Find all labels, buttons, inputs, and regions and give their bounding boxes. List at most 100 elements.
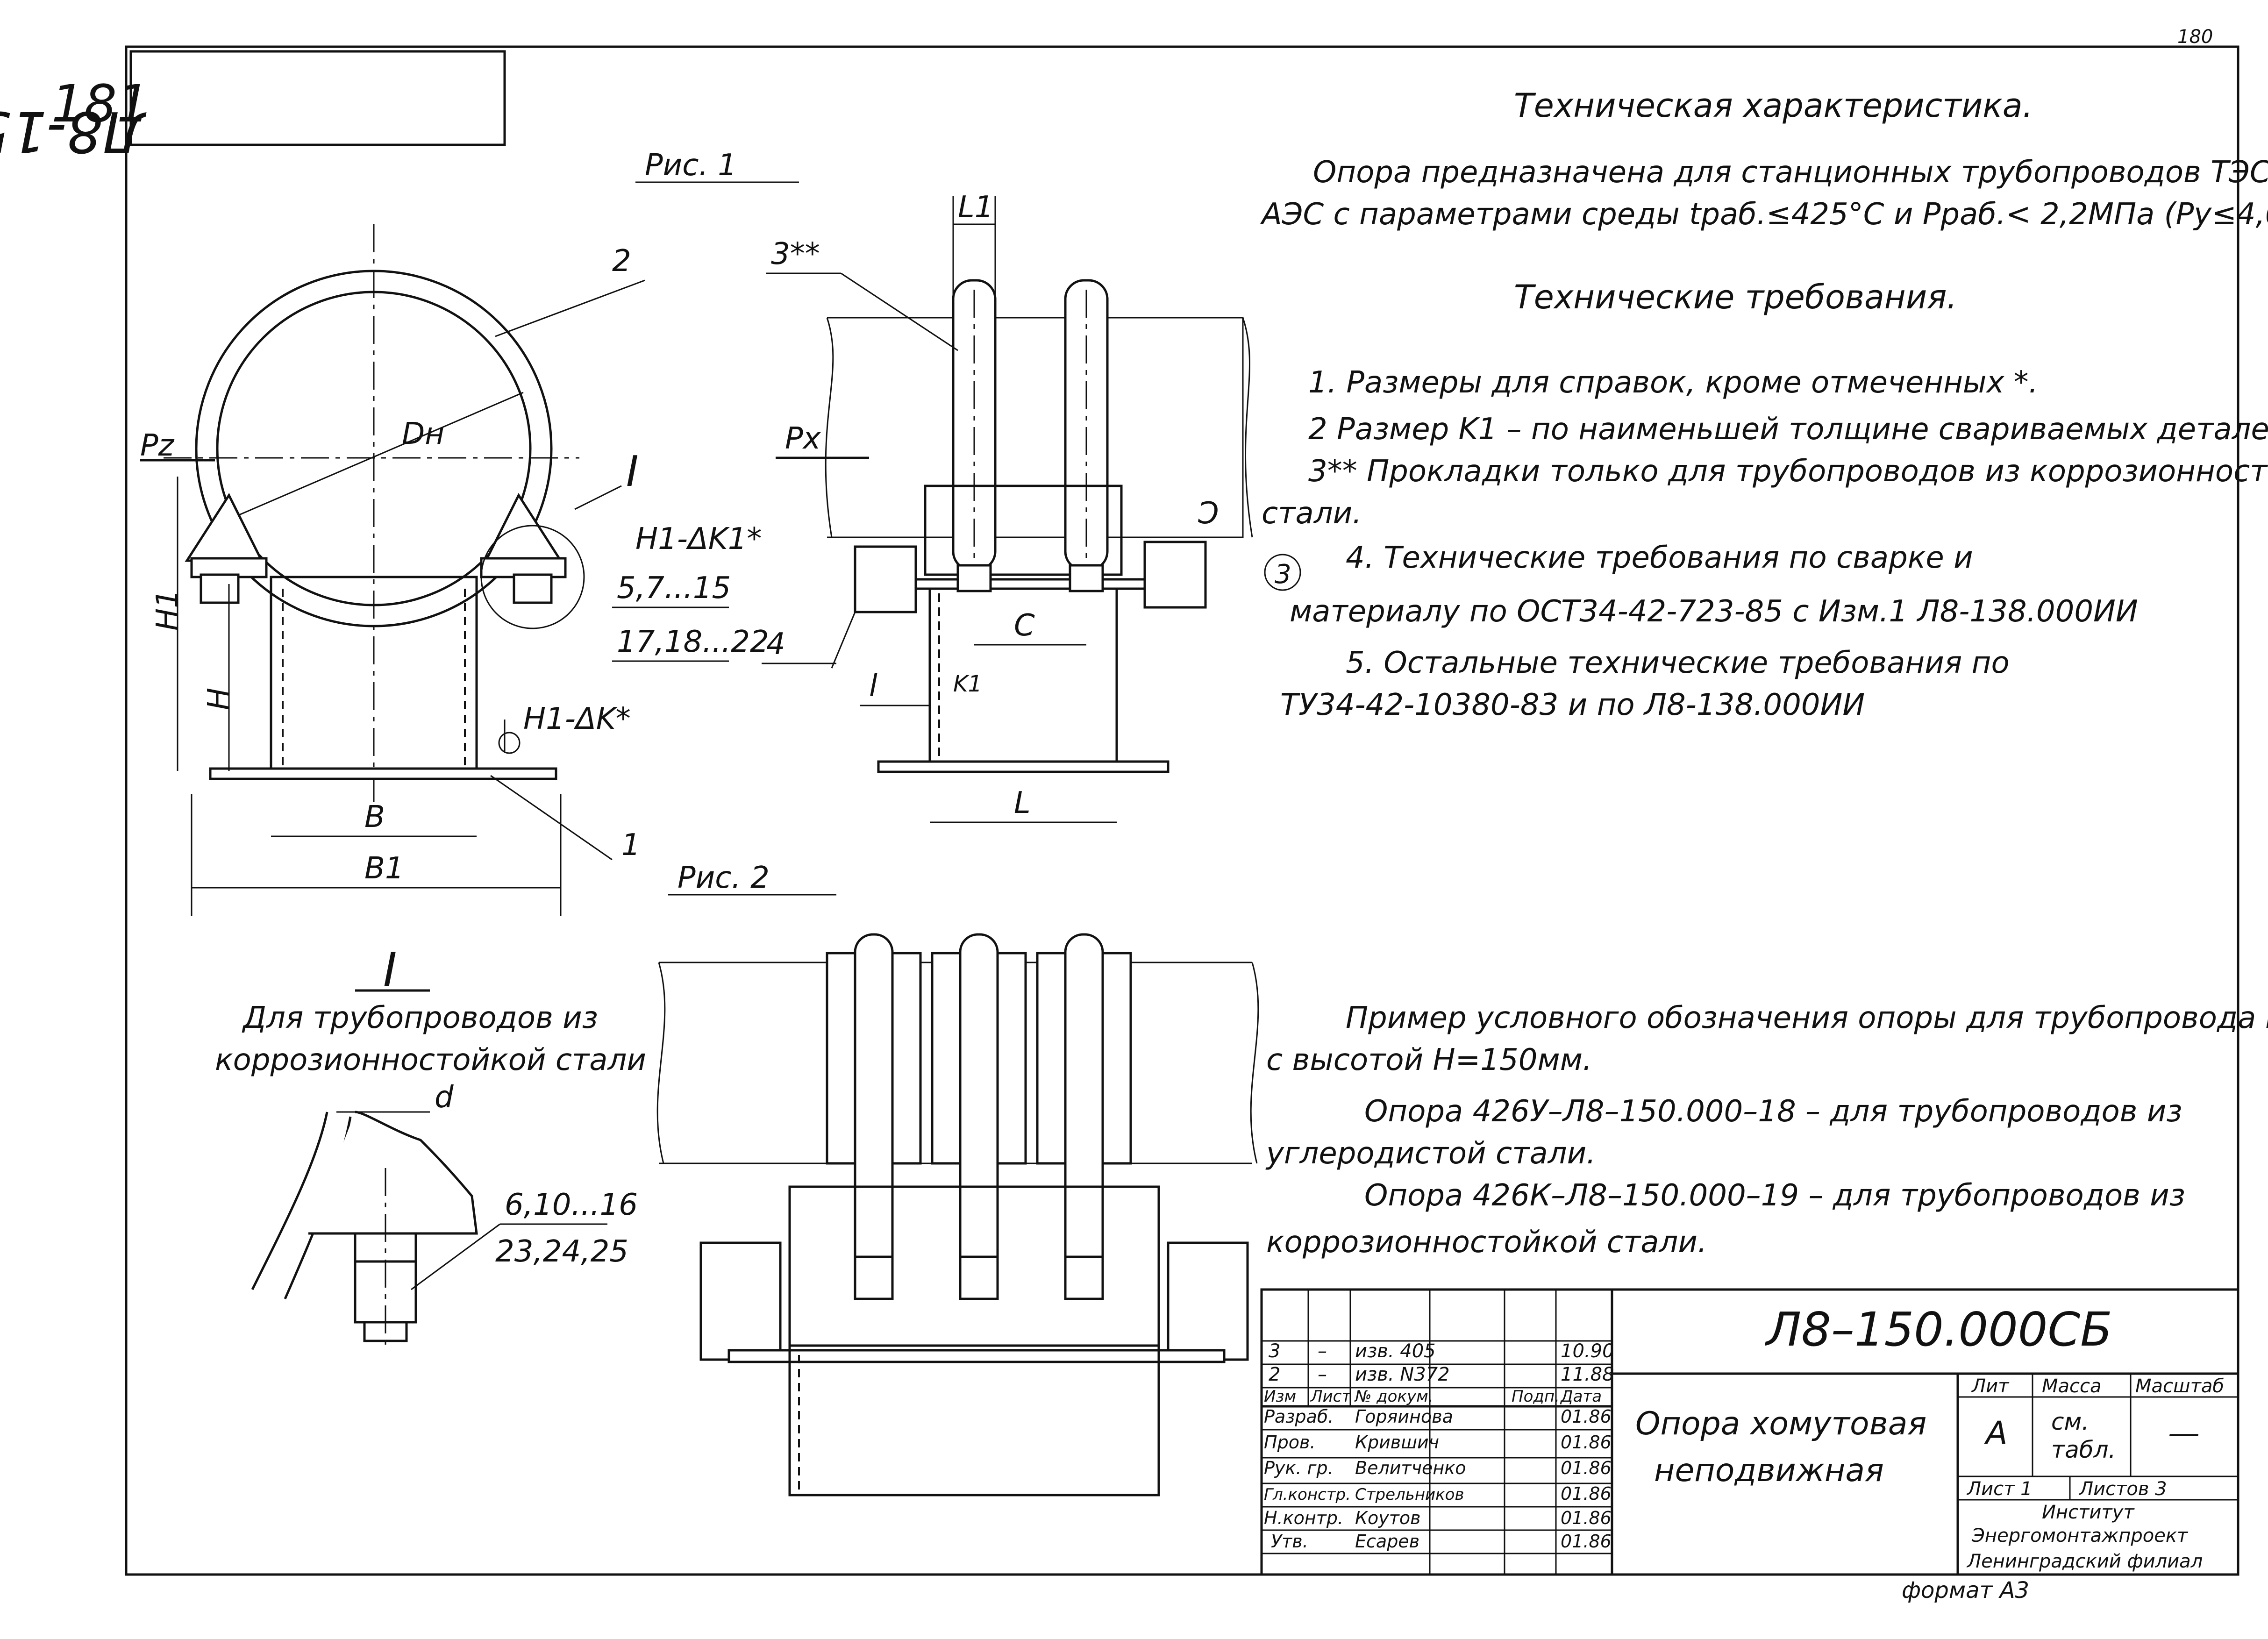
pos-2: 2: [612, 244, 631, 278]
label-L: L: [1014, 786, 1031, 820]
mass-value-1: см.: [2051, 1408, 2089, 1435]
sig-date-2: 01.86: [1561, 1432, 1612, 1453]
format-label: формат А3: [1902, 1577, 2029, 1603]
base-plate: [209, 767, 557, 780]
sheet-frame: [125, 45, 2239, 1576]
corner-sheet-number: 180: [2177, 26, 2213, 48]
label-L1: L1: [958, 190, 993, 225]
label-B1: B1: [364, 851, 404, 886]
label-H: H: [202, 688, 236, 710]
revision-circle: [1264, 554, 1301, 591]
rev-2-sheet: –: [1318, 1364, 1327, 1385]
pad-4: [854, 545, 917, 613]
rev-hdr-sign: Подп.: [1512, 1387, 1560, 1406]
org-line-2: Энергомонтажпроект: [1971, 1525, 2189, 1546]
pos-3: 3**: [771, 237, 820, 271]
product-name-2: неподвижная: [1654, 1452, 1884, 1489]
handwritten-page-number: 181: [51, 74, 150, 134]
designation-example: Пример условного обозначения опоры для т…: [1265, 1001, 2268, 1260]
example-line-6: коррозионностойкой стали.: [1266, 1225, 1707, 1260]
sig-date-3: 01.86: [1561, 1458, 1612, 1478]
sheet-label: Лист 1: [1966, 1478, 2033, 1500]
sig-date-5: 01.86: [1561, 1508, 1612, 1528]
sig-role-4: Гл.констр.: [1264, 1485, 1351, 1504]
label-B: B: [364, 800, 385, 834]
tech-char-line-1: Опора предназначена для станционных труб…: [1313, 155, 2268, 190]
doc-code-rotated: Л8-150.000: [0, 99, 147, 164]
example-line-1: Пример условного обозначения опоры для т…: [1346, 1001, 2268, 1035]
sig-date-1: 01.86: [1561, 1406, 1612, 1427]
mass-value-2: табл.: [2051, 1436, 2116, 1463]
doc-code-box: [129, 50, 506, 146]
rev-3-sheet: –: [1318, 1340, 1327, 1362]
detail-title-1: Для трубопроводов из: [242, 1001, 598, 1035]
rev-3-date: 10.90: [1561, 1340, 1614, 1362]
lit-header: Лит: [1971, 1375, 2010, 1397]
tech-char-title: Техническая характеристика.: [1514, 86, 2033, 125]
org-line-3: Ленинградский филиал: [1966, 1551, 2203, 1572]
rev-2-doc: изв. N372: [1355, 1364, 1450, 1385]
parts-label-1: 5,7...15: [617, 571, 731, 606]
lit-value: А: [1984, 1415, 2008, 1452]
tech-req-5: 5. Остальные технические требования по: [1346, 646, 2010, 680]
detail-I-view: I Для трубопроводов из коррозионностойко…: [215, 942, 646, 1346]
u-bolt-3: [1064, 933, 1104, 1300]
tech-req-1: 1. Размеры для справок, кроме отмеченных…: [1308, 365, 2038, 400]
label-Dn: Dн: [402, 417, 444, 451]
example-line-5: Опора 426К–Л8–150.000–19 – для трубопров…: [1364, 1178, 2185, 1213]
sig-name-1: Горяинова: [1355, 1406, 1453, 1427]
sig-name-2: Крившич: [1355, 1432, 1439, 1453]
label-K1: K1: [953, 671, 982, 697]
detail-mark: I: [383, 942, 397, 997]
parts-label-4: 23,24,25: [495, 1234, 628, 1269]
label-l: l: [869, 669, 877, 704]
parts-label-3: 6,10...16: [505, 1188, 638, 1222]
sig-role-2: Пров.: [1264, 1432, 1315, 1453]
u-bolt-1: [854, 933, 894, 1300]
tech-char-line-2: АЭС с параметрами среды tраб.≤425°C и Pр…: [1260, 197, 2268, 232]
sig-name-6: Есарев: [1355, 1531, 1419, 1552]
label-H1: H1: [150, 589, 185, 631]
sig-name-4: Стрельников: [1355, 1485, 1464, 1504]
fig2-view: Рис. 2: [656, 861, 1259, 1496]
fig2-label: Рис. 2: [678, 861, 770, 895]
scale-value: —: [2168, 1415, 2200, 1452]
sig-date-4: 01.86: [1561, 1483, 1612, 1504]
rev-hdr-izm: Изм: [1264, 1387, 1296, 1406]
sig-role-3: Рук. гр.: [1264, 1458, 1334, 1478]
weld-symbol: Ͻ: [1196, 496, 1218, 531]
tech-req-3: 3** Прокладки только для трубопроводов и…: [1308, 454, 2268, 489]
label-Px: Px: [785, 421, 821, 456]
weld-note-1: H1-ΔK1*: [635, 522, 762, 556]
scale-header: Масштаб: [2135, 1375, 2224, 1397]
tech-req-title: Технические требования.: [1514, 278, 1957, 316]
example-line-3: Опора 426У–Л8–150.000–18 – для трубопров…: [1364, 1094, 2182, 1129]
title-block: Л8–150.000СБ Опора хомутовая неподвижная…: [1260, 1288, 2239, 1603]
mass-header: Масса: [2042, 1375, 2102, 1397]
sheets-label: Листов 3: [2078, 1478, 2167, 1500]
sig-date-6: 01.86: [1561, 1531, 1612, 1552]
org-line-1: Институт: [2042, 1502, 2135, 1523]
rev-hdr-list: Лист: [1310, 1387, 1351, 1406]
rev-2-date: 11.88: [1561, 1364, 1614, 1385]
fig1-front-view: Рис. 1 Dн H1 H Pz B B: [140, 148, 799, 916]
rev-3-doc: изв. 405: [1355, 1340, 1436, 1362]
label-C: C: [1014, 608, 1035, 643]
detail-title-2: коррозионностойкой стали: [215, 1043, 646, 1077]
sig-role-6: Утв.: [1271, 1531, 1308, 1552]
weld-note-2: H1-ΔK*: [523, 702, 631, 736]
rev-2-n: 2: [1269, 1364, 1280, 1385]
example-line-4: углеродистой стали.: [1265, 1136, 1596, 1171]
parts-label-2: 17,18...22: [617, 625, 769, 659]
detail-circle: [480, 525, 585, 629]
doc-code: Л8–150.000СБ: [1765, 1302, 2112, 1357]
sig-role-5: Н.контр.: [1264, 1508, 1343, 1528]
tech-req-5b: ТУ34-42-10380-83 и по Л8-138.000ИИ: [1280, 688, 1865, 722]
tech-req-2: 2 Размер K1 – по наименьшей толщине свар…: [1308, 412, 2268, 447]
fig1-side-view: 4 Ͻ L1 3** Px C l K1 L: [762, 190, 1253, 823]
rev-hdr-doc: № докум.: [1354, 1387, 1434, 1406]
example-line-2: с высотой H=150мм.: [1266, 1043, 1592, 1077]
sig-name-5: Коутов: [1355, 1508, 1421, 1528]
label-d: d: [435, 1080, 454, 1115]
